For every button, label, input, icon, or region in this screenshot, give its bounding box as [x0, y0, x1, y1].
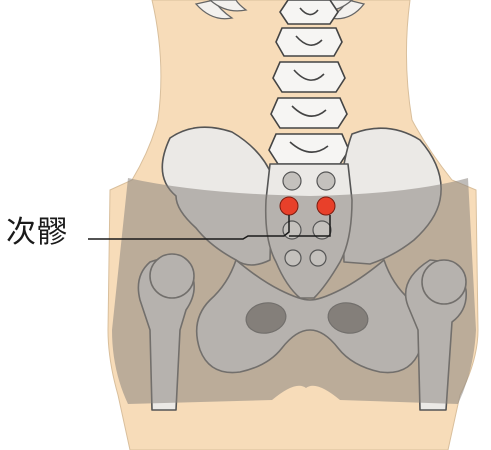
foramen-s4-right — [310, 250, 326, 266]
foramen-s4-left — [285, 250, 301, 266]
acupoint-marker-right — [317, 197, 335, 215]
foramen-s1-right — [317, 172, 335, 190]
acupoint-marker-left — [280, 197, 298, 215]
acupoint-label: 次髎 — [6, 218, 68, 248]
foramen-s1-left — [283, 172, 301, 190]
